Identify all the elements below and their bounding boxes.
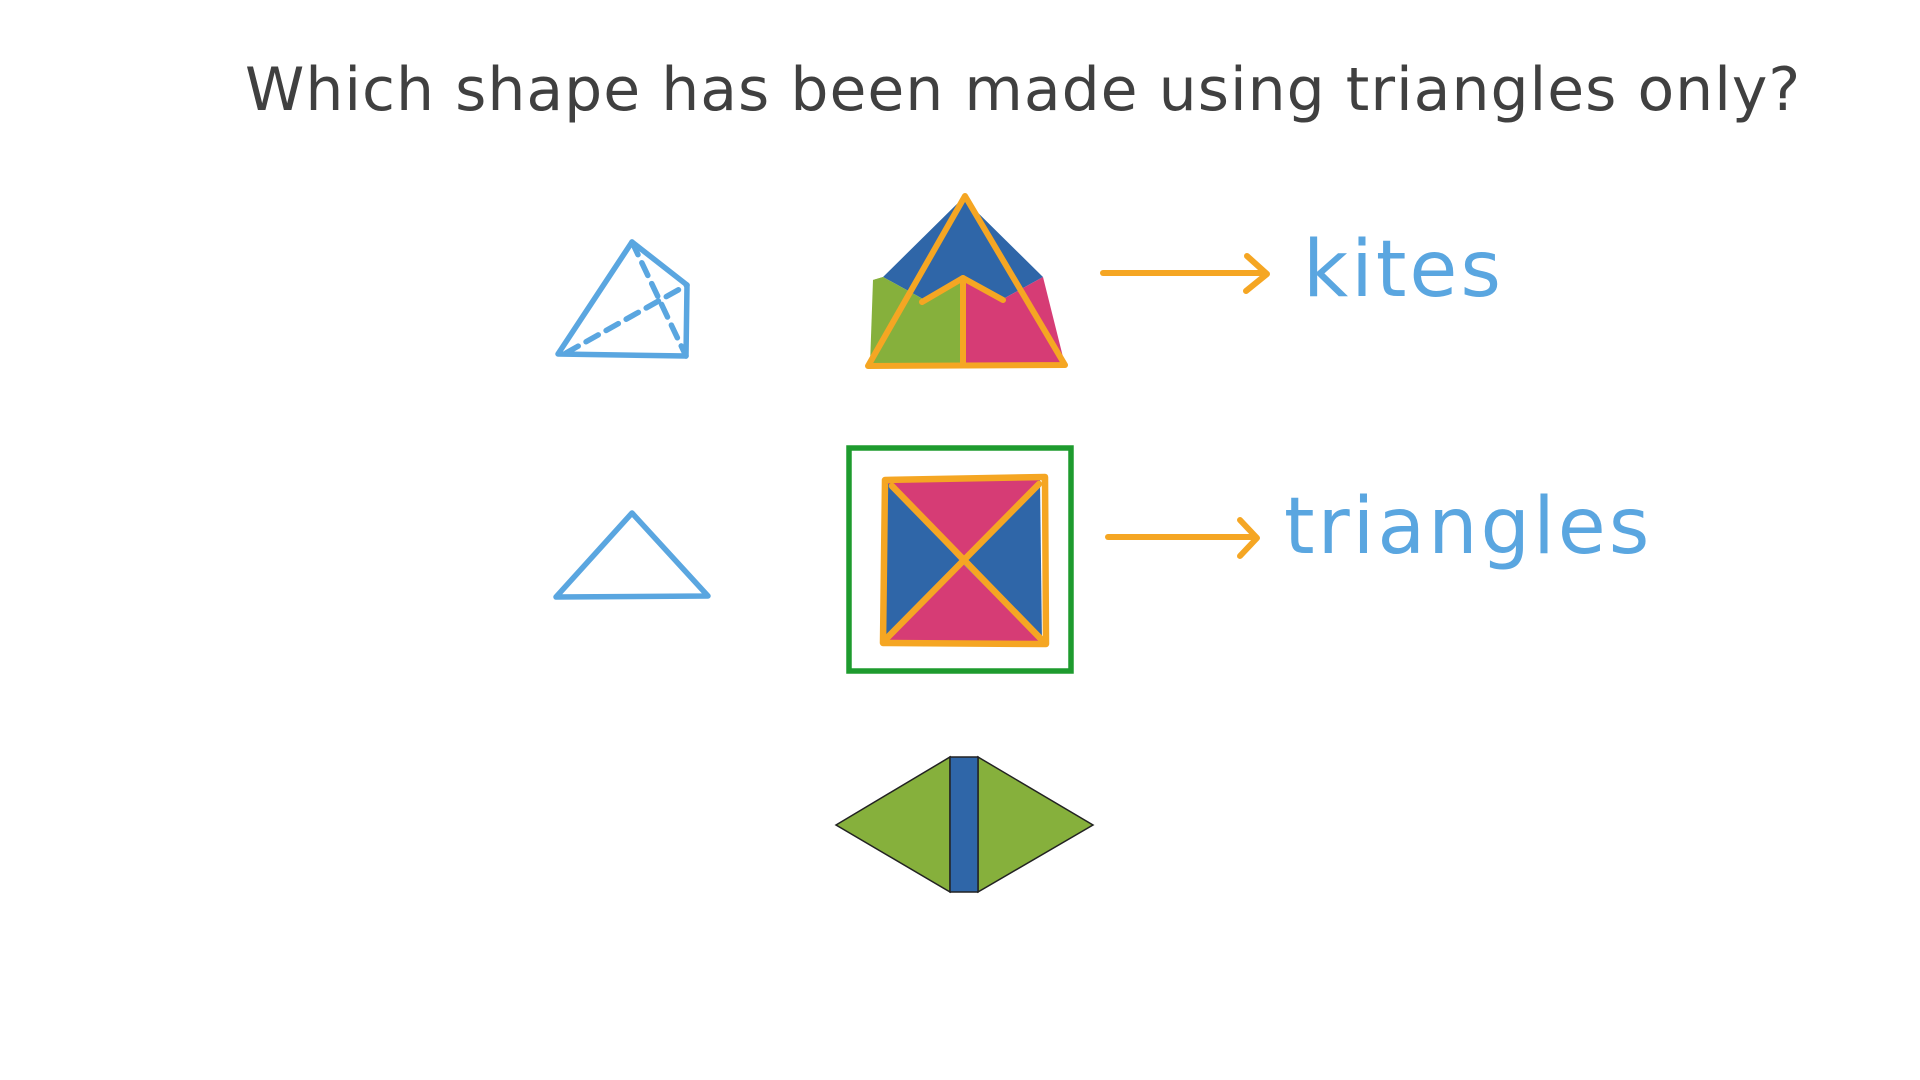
triangle-of-kites bbox=[865, 193, 1068, 369]
answer-highlight-box bbox=[846, 445, 1074, 674]
center-rectangle-piece bbox=[949, 756, 979, 893]
arrow-to-kites bbox=[1100, 253, 1270, 294]
kite-piece-green-corner bbox=[870, 277, 883, 365]
question-title: Which shape has been made using triangle… bbox=[245, 55, 1802, 125]
rhombus-with-strip bbox=[834, 755, 1095, 894]
triangle-piece-left bbox=[885, 481, 962, 642]
kite-piece-pink bbox=[963, 277, 1065, 365]
left-triangle-piece bbox=[834, 755, 951, 894]
triangle-piece-right bbox=[962, 480, 1042, 643]
arrow-to-triangles bbox=[1105, 517, 1260, 559]
square-of-triangles bbox=[846, 445, 1074, 674]
triangles-label: triangles bbox=[1284, 482, 1652, 572]
triangle-sketch-icon bbox=[553, 510, 711, 600]
triangle-piece-top bbox=[886, 480, 1040, 563]
kite-sketch-icon bbox=[555, 239, 690, 359]
kites-label: kites bbox=[1303, 225, 1504, 315]
right-triangle-piece bbox=[977, 755, 1095, 894]
triangle-piece-bottom bbox=[885, 563, 1042, 643]
kite-piece-green bbox=[873, 277, 963, 365]
